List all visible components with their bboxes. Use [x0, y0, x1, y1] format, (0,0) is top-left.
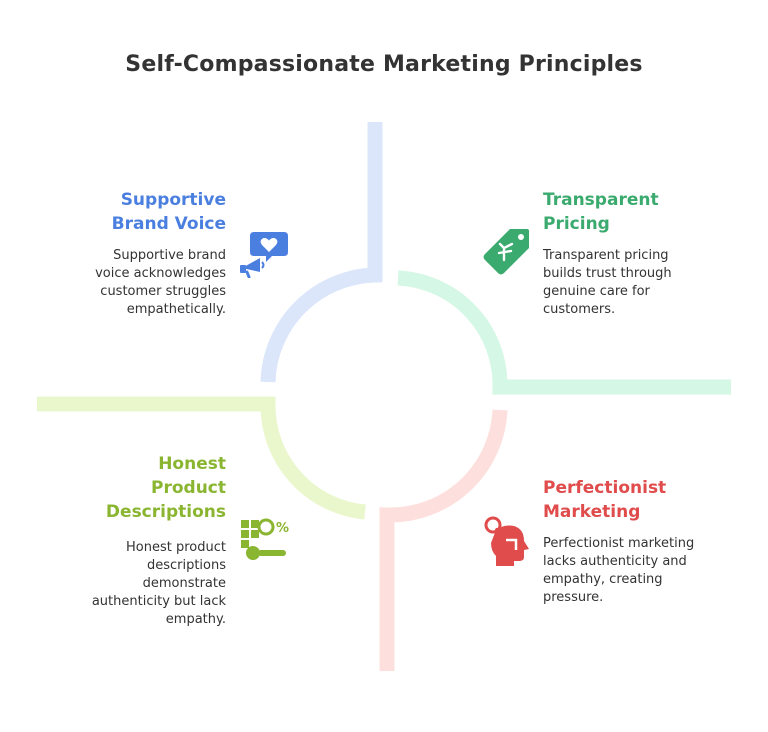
- transparent-pricing-title: Transparent Pricing: [543, 190, 659, 234]
- head-magnifier-icon: [484, 516, 529, 566]
- green-connector: [397, 270, 731, 395]
- perfectionist-marketing-title: Perfectionist Marketing: [543, 478, 667, 522]
- svg-text:%: %: [276, 521, 289, 536]
- supportive-brand-voice-description: Supportive brand voice acknowledges cust…: [95, 248, 226, 317]
- perfectionist-marketing-description: Perfectionist marketing lacks authentici…: [543, 536, 695, 605]
- blue-connector: [260, 122, 383, 383]
- lime-connector: [37, 396, 366, 520]
- transparent-pricing-description: Transparent pricing builds trust through…: [543, 248, 672, 317]
- megaphone-heart-icon: [240, 232, 288, 278]
- red-connector: [379, 409, 508, 671]
- honest-product-descriptions-title: Honest Product Descriptions: [105, 454, 226, 522]
- product-search-percent-icon: %: [241, 518, 289, 560]
- honest-product-descriptions-description: Honest product descriptions demonstrate …: [91, 540, 226, 627]
- price-tag-icon: [483, 229, 529, 275]
- page-title: Self-Compassionate Marketing Principles: [125, 52, 643, 77]
- supportive-brand-voice-title: Supportive Brand Voice: [111, 190, 226, 234]
